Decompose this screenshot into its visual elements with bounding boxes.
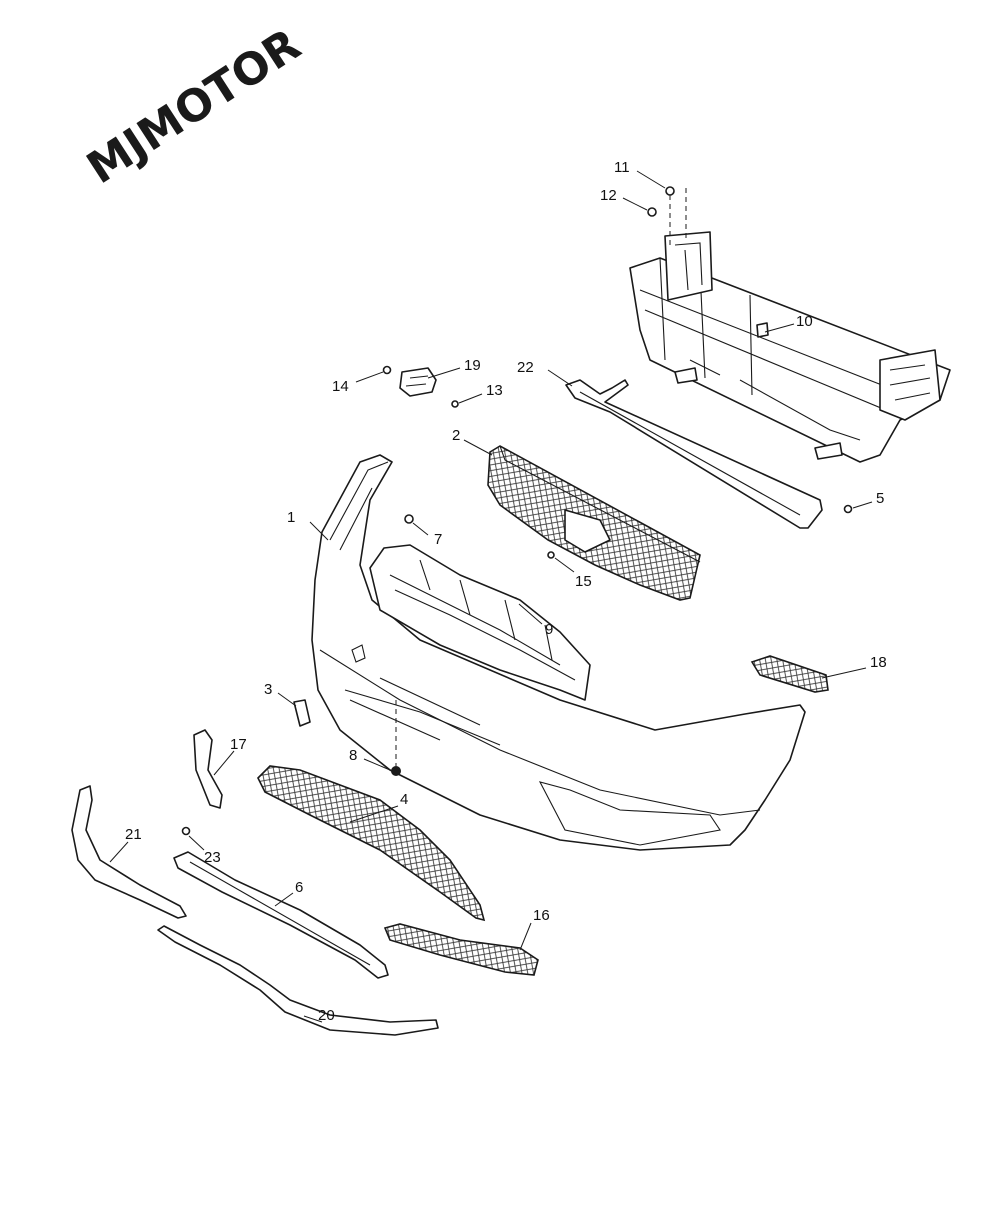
callout-22: 22	[517, 359, 534, 376]
part-23-clip	[181, 826, 191, 836]
callout-15: 15	[575, 573, 592, 590]
part-6-trim-edge	[189, 861, 371, 966]
part-3-bracket	[293, 699, 311, 727]
callout-9: 9	[545, 621, 553, 638]
callout-21: 21	[125, 826, 142, 843]
part-4-lower-grille	[257, 765, 486, 922]
callout-5: 5	[876, 490, 884, 507]
part-7-clip	[404, 514, 414, 524]
part-18-side-insert	[750, 655, 829, 693]
part-2-upper-grille	[487, 445, 701, 601]
part-16-lower-side-insert	[383, 923, 539, 976]
callout-13: 13	[486, 382, 503, 399]
callout-labels: 1 2 3 4 5 6 7 8 9 10 11 12 13 14 15 16 1…	[125, 159, 887, 1024]
callout-3: 3	[264, 681, 272, 698]
part-20-lower-lip	[157, 925, 439, 1036]
part-15-screw	[547, 551, 555, 559]
callout-14: 14	[332, 378, 349, 395]
callout-10: 10	[796, 313, 813, 330]
part-11-bolt	[665, 186, 675, 196]
part-1-bumper-cover	[311, 454, 806, 851]
part-10-reinforcement-beam	[629, 231, 951, 463]
part-9-grille-carrier	[369, 544, 591, 701]
callout-18: 18	[870, 654, 887, 671]
callout-19: 19	[464, 357, 481, 374]
part-22-strip-edge	[579, 391, 801, 516]
callout-23: 23	[204, 849, 221, 866]
part-17-side-bracket	[193, 729, 223, 809]
part-5-clip	[843, 504, 853, 514]
watermark-logo: MJMOTOR	[78, 19, 309, 194]
callout-leaders	[109, 170, 873, 1023]
part-14-screw	[382, 365, 392, 375]
callout-1: 1	[287, 509, 295, 526]
callout-2: 2	[452, 427, 460, 444]
callout-20: 20	[318, 1007, 335, 1024]
callout-12: 12	[600, 187, 617, 204]
callout-6: 6	[295, 879, 303, 896]
part-19-bracket	[399, 367, 437, 397]
part-19-bracket-detail	[405, 375, 429, 387]
part-8-plug	[391, 766, 401, 776]
part-13-clip	[451, 400, 459, 408]
part-21-side-molding	[71, 785, 187, 919]
callout-7: 7	[434, 531, 442, 548]
part-12-nut	[647, 207, 657, 217]
callout-11: 11	[614, 159, 630, 176]
callout-16: 16	[533, 907, 550, 924]
callout-17: 17	[230, 736, 247, 753]
callout-8: 8	[349, 747, 357, 764]
callout-4: 4	[400, 791, 408, 808]
